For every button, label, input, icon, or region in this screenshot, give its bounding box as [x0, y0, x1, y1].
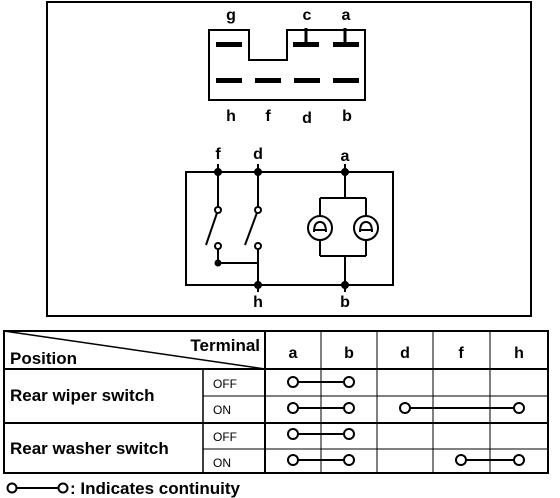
connector-label-c: c — [303, 7, 312, 24]
continuity-marks — [287, 376, 525, 466]
lamp-right-icon — [353, 215, 379, 241]
connector-label-d: d — [302, 110, 312, 127]
connector-pin-a — [333, 42, 359, 47]
connector-pin-d — [294, 78, 320, 83]
header-terminal: Terminal — [190, 336, 260, 355]
state-label-washer-off: OFF — [213, 430, 237, 444]
header-diagonal — [3, 330, 266, 370]
circuit-label-f: f — [215, 146, 221, 163]
continuity-terminal-circle — [287, 428, 299, 440]
state-label-wiper-on: ON — [213, 403, 231, 417]
switch-lever-1 — [205, 209, 219, 246]
lamp-left-icon — [307, 215, 333, 241]
legend-continuity-icon — [6, 482, 69, 494]
connector-label-b: b — [342, 108, 352, 125]
continuity-terminal-circle — [343, 428, 355, 440]
col-header-d: d — [400, 345, 410, 362]
connector-pin-b — [333, 78, 359, 83]
switch-lever-2 — [244, 209, 259, 246]
circuit-box — [185, 171, 394, 286]
connector-label-a: a — [342, 7, 351, 24]
connector-pin-f — [255, 78, 281, 83]
connector-pin-c — [293, 42, 319, 47]
state-label-washer-on: ON — [213, 456, 231, 470]
state-label-wiper-off: OFF — [213, 377, 237, 391]
row-name-rear-washer: Rear washer switch — [10, 439, 169, 458]
continuity-terminal-circle — [287, 402, 299, 414]
connector-label-f: f — [265, 108, 271, 125]
circuit-label-h: h — [253, 294, 263, 311]
continuity-terminal-circle — [343, 454, 355, 466]
header-position: Position — [10, 349, 77, 368]
connector-face: g c a h f d b — [208, 7, 366, 127]
col-header-h: h — [514, 345, 524, 362]
continuity-table — [3, 330, 549, 474]
connector-label-g: g — [226, 7, 236, 24]
continuity-terminal-circle — [287, 454, 299, 466]
continuity-terminal-circle — [287, 376, 299, 388]
circuit-label-a: a — [341, 148, 350, 165]
continuity-terminal-circle — [399, 402, 411, 414]
circuit-schematic — [185, 164, 394, 292]
connector-label-h: h — [226, 108, 236, 125]
continuity-terminal-circle — [455, 454, 467, 466]
continuity-terminal-circle — [343, 376, 355, 388]
col-header-b: b — [344, 345, 354, 362]
col-header-a: a — [289, 345, 298, 362]
continuity-terminal-circle — [513, 402, 525, 414]
col-header-f: f — [458, 345, 464, 362]
legend-text: : Indicates continuity — [70, 479, 241, 498]
circuit-label-d: d — [253, 146, 263, 163]
connector-pin-g — [216, 42, 242, 47]
continuity-terminal-circle — [343, 402, 355, 414]
continuity-terminal-circle — [513, 454, 525, 466]
diagram-frame — [46, 1, 532, 317]
connector-pin-h — [216, 78, 242, 83]
circuit-label-b: b — [340, 294, 350, 311]
row-name-rear-wiper: Rear wiper switch — [10, 386, 155, 405]
